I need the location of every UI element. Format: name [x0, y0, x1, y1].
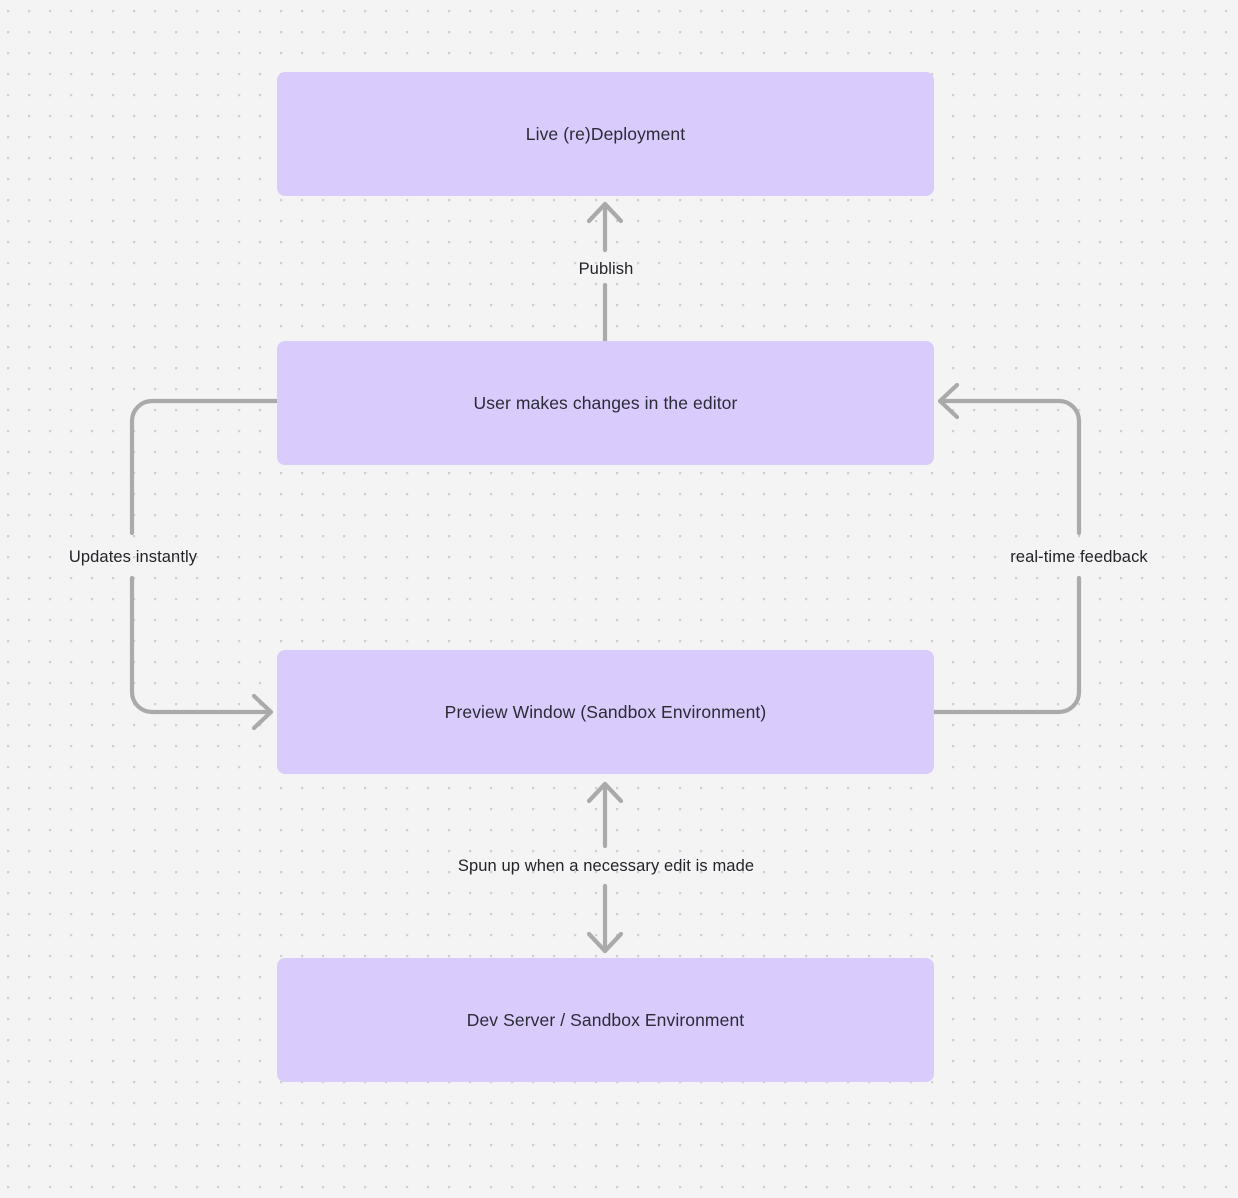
node-label: Dev Server / Sandbox Environment: [466, 1009, 745, 1030]
edge-label-updates-instantly: Updates instantly: [68, 548, 198, 566]
edge-label-spun-up: Spun up when a necessary edit is made: [457, 857, 755, 875]
node-dev-server[interactable]: Dev Server / Sandbox Environment: [277, 958, 934, 1082]
node-label: Live (re)Deployment: [525, 123, 686, 144]
node-user-makes-changes[interactable]: User makes changes in the editor: [277, 341, 934, 465]
node-live-redeployment[interactable]: Live (re)Deployment: [277, 72, 934, 196]
edge-label-publish: Publish: [578, 260, 634, 278]
node-label: Preview Window (Sandbox Environment): [444, 701, 767, 722]
node-label: User makes changes in the editor: [473, 392, 738, 413]
edge-label-real-time-feedback: real-time feedback: [1010, 548, 1148, 566]
node-preview-window[interactable]: Preview Window (Sandbox Environment): [277, 650, 934, 774]
